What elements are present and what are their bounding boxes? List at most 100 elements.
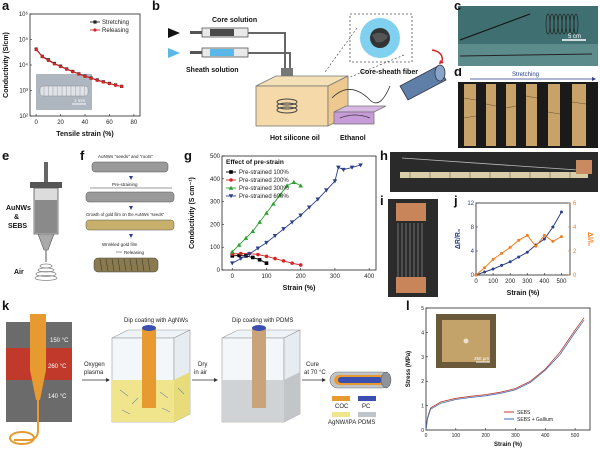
l-series-line-1 <box>425 319 585 431</box>
g-xtick-label: 0 <box>231 274 235 280</box>
a-inset-scale-label: 1 mm <box>74 98 86 103</box>
g-point-3 <box>255 246 261 251</box>
g-point-2 <box>277 192 283 197</box>
a-point-releasing <box>52 62 57 66</box>
f-wrinkled-label: Wrinkled gold film <box>102 242 138 247</box>
g-xlabel: Strain (%) <box>283 285 316 292</box>
g-xtick-label: 200 <box>296 274 307 280</box>
l-xtick-label: 500 <box>571 433 580 439</box>
a-point-releasing <box>40 55 44 59</box>
g-point-3 <box>238 256 244 261</box>
g-legend-label-2: Pre-strained 300% <box>239 186 289 192</box>
panel-i: i <box>380 195 440 300</box>
schematic-b: Core solution Sheath solution Hot silico… <box>168 13 447 142</box>
k-temp-140: 140 °C <box>48 394 67 400</box>
g-point-3 <box>247 252 252 257</box>
j-ylabel-right: Δl/l₀ <box>586 232 593 246</box>
a-xtick-label: 60 <box>106 120 113 126</box>
j-point-resistance <box>542 237 546 241</box>
g-point-0 <box>251 255 255 260</box>
l-series-line-0 <box>425 317 585 431</box>
pdms-beaker: Dip coating with PDMS <box>221 318 301 423</box>
g-point-1 <box>298 263 303 267</box>
j-point-resistance <box>508 260 512 264</box>
g-point-3 <box>229 261 235 266</box>
fiber-label: Core-sheath fiber <box>360 69 418 76</box>
g-legend-title: Effect of pre-strain <box>226 159 284 166</box>
k-plasma-label: plasma <box>84 370 104 376</box>
a-point-releasing <box>65 67 69 71</box>
schematic-f: AuNWs "seeds" and "roots" Pre-straining … <box>85 154 175 273</box>
g-point-3 <box>358 163 363 168</box>
a-xtick-label: 20 <box>57 120 64 126</box>
l-xlabel: Strain (%) <box>494 442 522 448</box>
panel-h: h <box>380 150 600 195</box>
a-ytick-label: 10³ <box>19 89 28 95</box>
j-point-length <box>534 244 538 248</box>
g-point-2 <box>284 183 290 188</box>
g-point-2 <box>298 183 304 188</box>
l-ytick-label: 2 <box>421 379 424 385</box>
a-xtick-label: 40 <box>82 120 89 126</box>
l-xtick-label: 100 <box>452 433 461 439</box>
j-ytick-right-label: 4 <box>573 225 577 231</box>
a-ytick-label: 10⁵ <box>19 37 29 44</box>
j-ytick-left-label: 8 <box>471 225 475 231</box>
photo-d: Stretching <box>458 72 598 148</box>
j-point-length <box>508 245 512 249</box>
g-point-3 <box>298 213 304 218</box>
g-point-1 <box>290 261 294 265</box>
panel-label-b: b <box>152 0 160 13</box>
panel-label-e: e <box>2 150 10 163</box>
a-point-releasing <box>34 48 38 52</box>
j-xtick-label: 0 <box>474 279 478 285</box>
j-point-resistance <box>517 255 521 259</box>
panel-c: 5 cm c <box>452 0 600 68</box>
a-ytick-label: 10⁴ <box>19 62 29 69</box>
j-ytick-right-label: 2 <box>573 249 577 255</box>
g-point-2 <box>257 219 262 224</box>
a-point-releasing <box>89 76 93 80</box>
k-legend-pdms: PDMS <box>358 420 375 426</box>
g-point-0 <box>264 261 269 265</box>
g-ytick-label: 200 <box>210 222 221 228</box>
drawing-furnace: 150 °C 260 °C 140 °C <box>6 314 72 445</box>
f-seeds-label: AuNWs "seeds" and "roots" <box>98 154 153 159</box>
g-legend-marker-2 <box>228 185 234 190</box>
g-plot-frame <box>221 155 377 271</box>
g-point-2 <box>271 201 276 206</box>
a-legend-marker <box>93 20 97 24</box>
j-point-length <box>500 251 504 255</box>
a-legend-marker <box>93 28 97 32</box>
g-legend-marker-1 <box>229 178 233 182</box>
g-point-2 <box>250 228 256 234</box>
a-point-releasing <box>58 65 63 69</box>
k-oxygen-label: Oxygen <box>84 362 105 368</box>
schematic-k: 150 °C 260 °C 140 °C Oxygen plasma Dip c… <box>6 314 392 445</box>
panel-label-i: i <box>380 195 384 208</box>
j-point-length <box>491 257 495 261</box>
e-ink-line1: AuNWs <box>6 205 31 212</box>
a-ytick-label: 10⁶ <box>19 11 29 18</box>
core-syringe <box>168 27 280 38</box>
panel-f: AuNWs "seeds" and "roots" Pre-straining … <box>80 150 180 300</box>
g-point-3 <box>332 179 338 184</box>
g-ylabel: Conductivity (S cm⁻¹) <box>189 177 196 249</box>
panel-e: AuNWs & SEBS Air e <box>0 150 80 300</box>
g-point-2 <box>243 235 249 240</box>
j-point-resistance <box>525 250 529 254</box>
j-ytick-right-label: 0 <box>573 273 577 279</box>
l-xtick-label: 0 <box>425 433 428 439</box>
g-point-3 <box>281 227 286 232</box>
k-legend-pc: PC <box>362 404 371 410</box>
a-point-releasing <box>77 72 81 76</box>
panel-k: 150 °C 260 °C 140 °C Oxygen plasma Dip c… <box>0 300 400 451</box>
j-point-length <box>542 233 546 237</box>
k-cure-label: Cure <box>306 362 320 368</box>
ethanol-label: Ethanol <box>340 135 366 142</box>
j-xtick-label: 200 <box>505 279 516 285</box>
